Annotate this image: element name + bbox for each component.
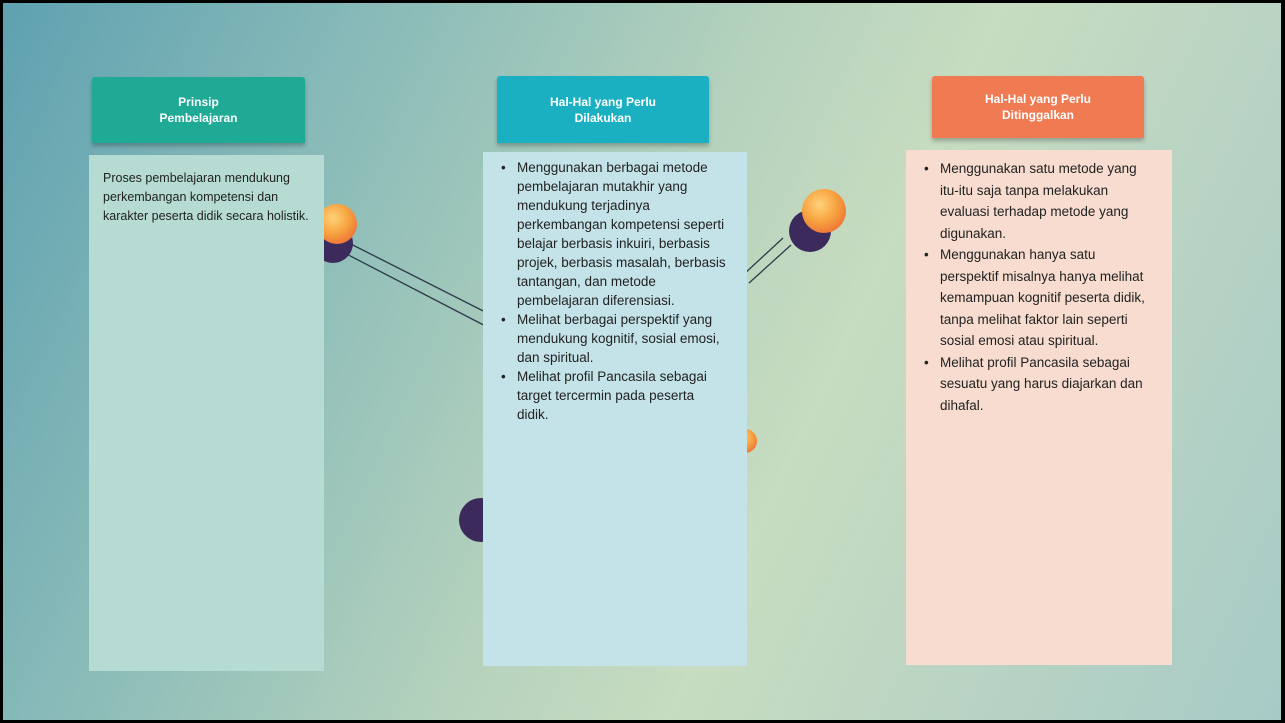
- header-hal-perlu-dilakukan: Hal-Hal yang Perlu Dilakukan: [497, 76, 709, 143]
- list-item: Menggunakan hanya satu perspektif misaln…: [920, 244, 1154, 352]
- header-label: Prinsip Pembelajaran: [159, 95, 238, 125]
- header-label: Hal-Hal yang Perlu Ditinggalkan: [984, 92, 1092, 122]
- list-item: Menggunakan satu metode yang itu-itu saj…: [920, 158, 1154, 244]
- slide: Prinsip Pembelajaran Proses pembelajaran…: [3, 3, 1281, 720]
- card-text: Proses pembelajaran mendukung perkembang…: [103, 171, 309, 223]
- card-hal-perlu-dilakukan: Menggunakan berbagai metode pembelajaran…: [483, 152, 747, 666]
- card-prinsip-pembelajaran: Proses pembelajaran mendukung perkembang…: [89, 155, 324, 671]
- header-hal-perlu-ditinggalkan: Hal-Hal yang Perlu Ditinggalkan: [932, 76, 1144, 138]
- header-label: Hal-Hal yang Perlu Dilakukan: [549, 94, 657, 125]
- list-item: Melihat profil Pancasila sebagai target …: [497, 367, 729, 424]
- list-item: Menggunakan berbagai metode pembelajaran…: [497, 158, 729, 310]
- card-hal-perlu-ditinggalkan: Menggunakan satu metode yang itu-itu saj…: [906, 150, 1172, 665]
- list-item: Melihat berbagai perspektif yang menduku…: [497, 310, 729, 367]
- orb-right: [789, 189, 846, 252]
- bullet-list: Menggunakan berbagai metode pembelajaran…: [497, 158, 729, 424]
- bullet-list: Menggunakan satu metode yang itu-itu saj…: [920, 158, 1154, 416]
- list-item: Melihat profil Pancasila sebagai sesuatu…: [920, 352, 1154, 417]
- header-prinsip-pembelajaran: Prinsip Pembelajaran: [92, 77, 305, 143]
